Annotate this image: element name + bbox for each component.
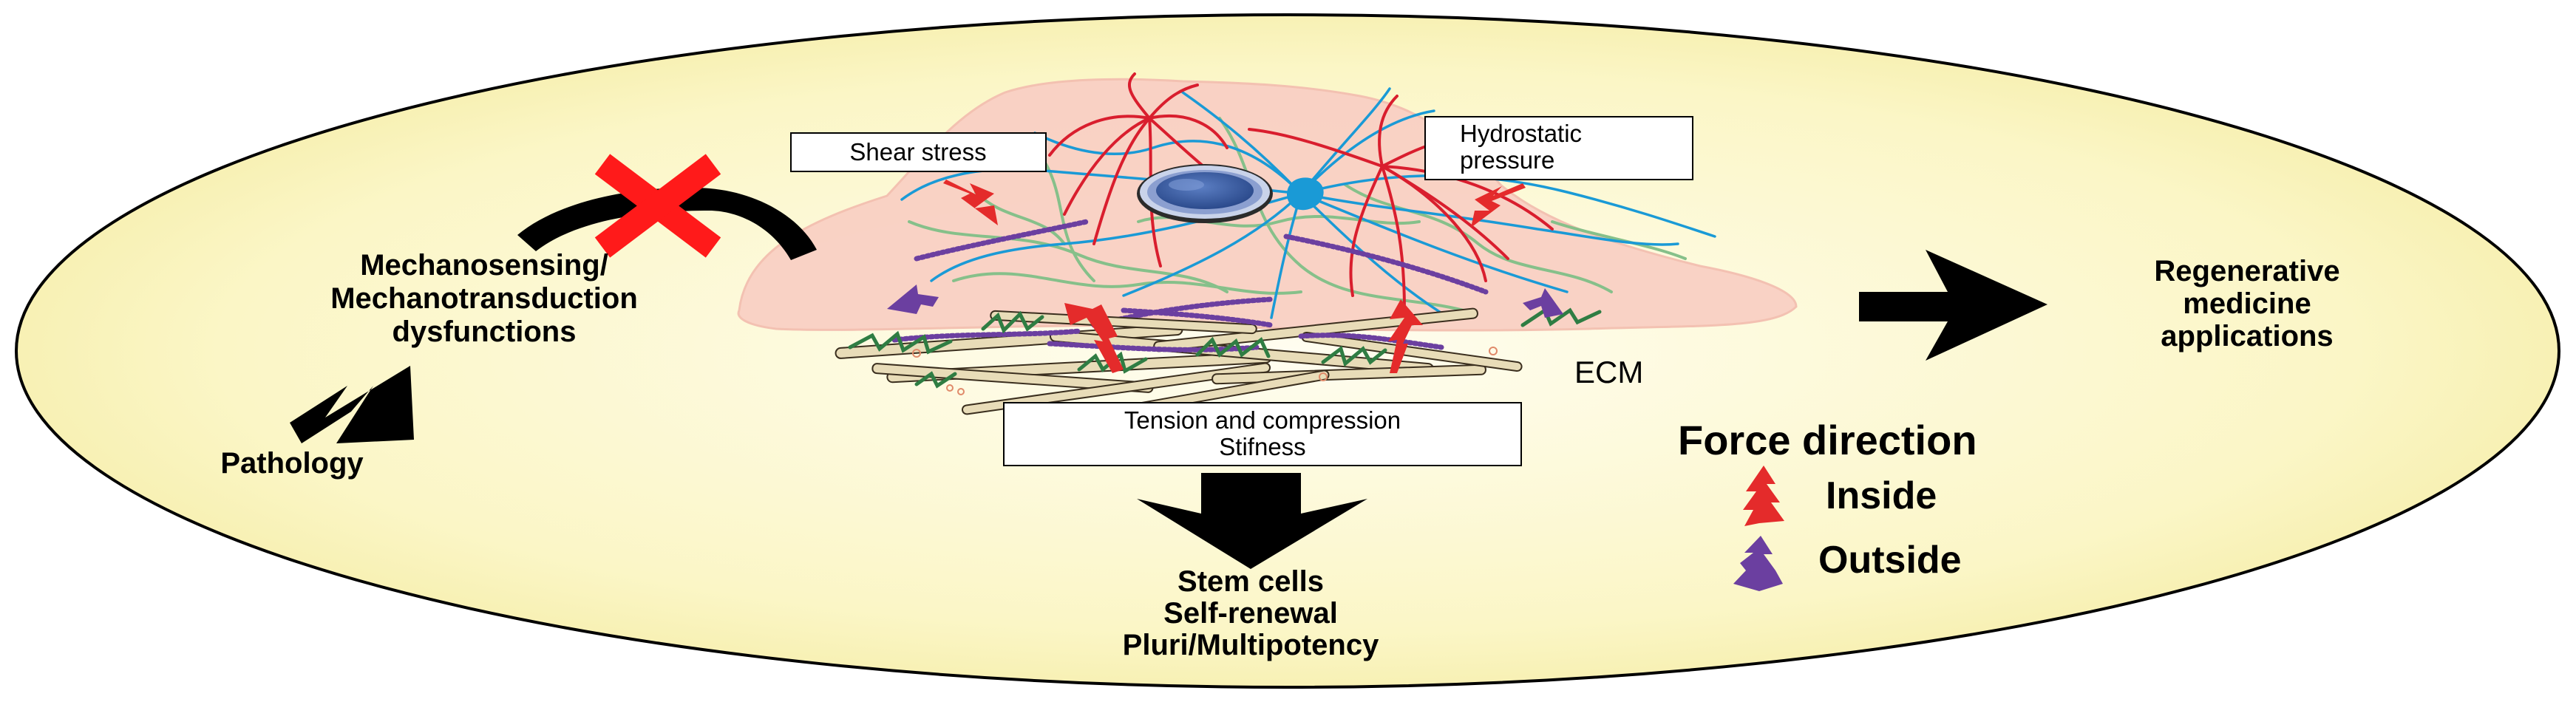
stem-cells-block: Stem cells Self-renewal Pluri/Multipoten… — [1123, 565, 1379, 661]
pathology-label: Pathology — [220, 447, 364, 480]
regenerative-block: Regenerative medicine applications — [2154, 255, 2339, 352]
centrosome — [1286, 177, 1324, 211]
mechano-label-1: Mechanosensing/ — [360, 249, 608, 282]
mechano-label-3: dysfunctions — [392, 316, 577, 348]
tension-compression-box: Tension and compression Stifness — [1003, 402, 1522, 466]
mechano-label-2: Mechanotransduction — [330, 282, 638, 315]
shear-stress-label: Shear stress — [849, 138, 986, 166]
legend-outside-arrow-icon — [1733, 536, 1783, 591]
nucleus — [1137, 164, 1273, 223]
inside-force-arrows — [943, 180, 1526, 373]
legend-title: Force direction — [1678, 417, 1977, 463]
legend-inside-label: Inside — [1826, 474, 1937, 517]
hydrostatic-label-1: Hydrostatic — [1460, 120, 1582, 147]
ecm-fibers — [835, 307, 1602, 423]
hydrostatic-pressure-box: Hydrostatic pressure — [1424, 116, 1693, 180]
legend-outside-label: Outside — [1818, 539, 1962, 582]
shear-stress-arrow — [943, 180, 998, 225]
outside-force-arrows — [887, 284, 1563, 318]
mechanosensing-block: Mechanosensing/ Mechanotransduction dysf… — [330, 249, 638, 348]
pathology-arrow — [290, 366, 414, 443]
stem-label-1: Stem cells — [1177, 565, 1324, 598]
regen-label-3: applications — [2161, 320, 2333, 352]
tension-label-2: Stifness — [1219, 433, 1305, 460]
regen-label-2: medicine — [2183, 287, 2311, 320]
cross-icon — [594, 154, 721, 258]
regen-label-1: Regenerative — [2154, 255, 2339, 287]
tension-label-1: Tension and compression — [1124, 406, 1401, 434]
ecm-arrow-left — [1064, 303, 1124, 373]
regenerative-arrow — [1859, 250, 2047, 361]
legend-inside-arrow-icon — [1743, 466, 1784, 526]
stem-label-3: Pluri/Multipotency — [1123, 629, 1379, 661]
force-direction-legend: Force direction Inside Outside — [1678, 417, 1977, 591]
shear-stress-box: Shear stress — [790, 132, 1047, 172]
microtubules — [900, 87, 1716, 319]
hydrostatic-arrow — [1471, 183, 1526, 228]
feedback-arc — [517, 187, 817, 260]
stem-cells-arrow — [1137, 473, 1367, 569]
ecm-label: ECM — [1574, 355, 1643, 389]
hydrostatic-label-2: pressure — [1460, 146, 1554, 174]
ecm-arrow-right — [1388, 299, 1423, 373]
stem-label-2: Self-renewal — [1163, 597, 1338, 630]
intermediate-filaments — [908, 117, 1687, 312]
